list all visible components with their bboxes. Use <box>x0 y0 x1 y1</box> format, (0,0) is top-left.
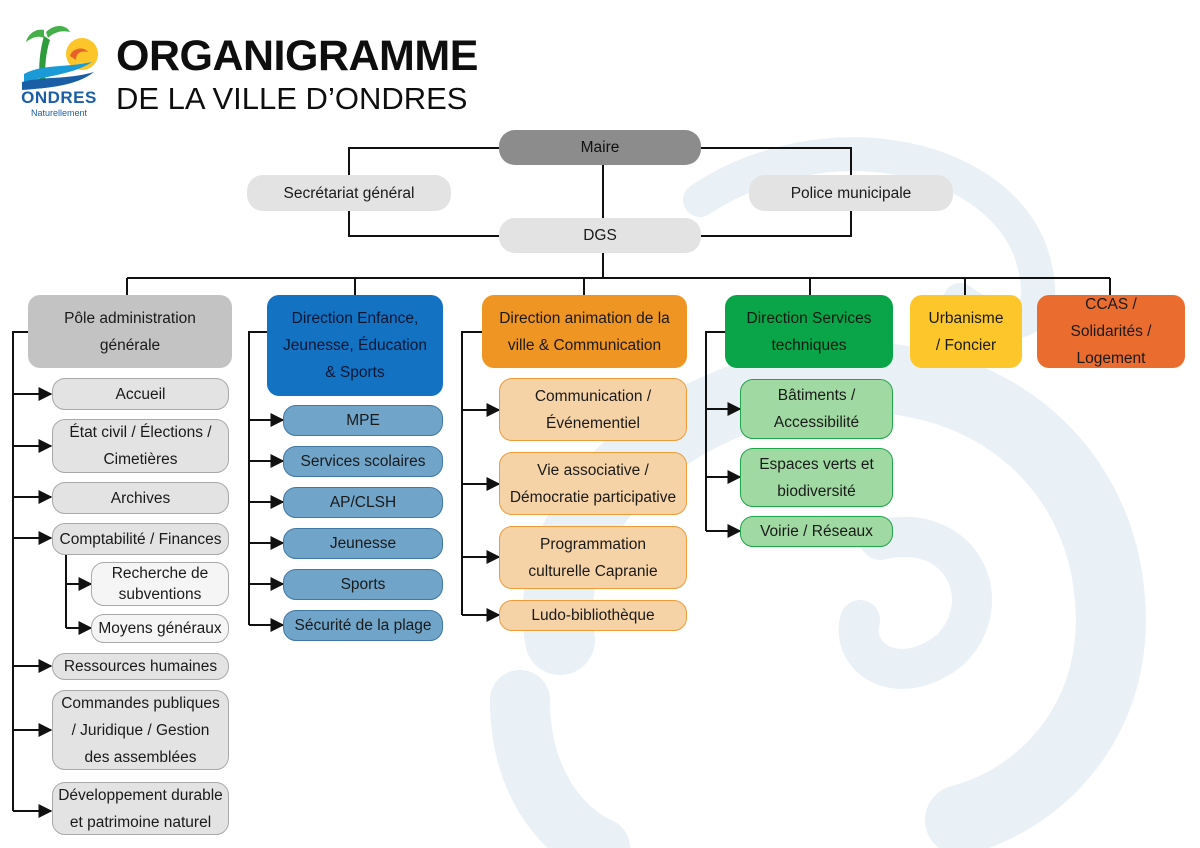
item-services-scolaires: Services scolaires <box>283 446 443 477</box>
pole-head-animation: Direction animation de la ville & Commun… <box>482 295 687 368</box>
pole-head-services-techniques: Direction Services techniques <box>725 295 893 368</box>
pole-head-ccas: CCAS / Solidarités / Logement <box>1037 295 1185 368</box>
page-title: ORGANIGRAMME <box>116 32 478 80</box>
item-commandes-publiques: Commandes publiques / Juridique / Gestio… <box>52 690 229 770</box>
pole-head-enfance: Direction Enfance, Jeunesse, Éducation &… <box>267 295 443 396</box>
item-archives: Archives <box>52 482 229 514</box>
item-recherche-subventions: Recherche de subventions <box>91 562 229 606</box>
item-batiments: Bâtiments / Accessibilité <box>740 379 893 439</box>
item-voirie-reseaux: Voirie / Réseaux <box>740 516 893 547</box>
item-vie-associative: Vie associative / Démocratie participati… <box>499 452 687 515</box>
pole-head-administration: Pôle administration générale <box>28 295 232 368</box>
item-comptabilite: Comptabilité / Finances <box>52 523 229 555</box>
item-communication: Communication / Événementiel <box>499 378 687 441</box>
item-accueil: Accueil <box>52 378 229 410</box>
item-etat-civil: État civil / Élections / Cimetières <box>52 419 229 473</box>
item-developpement-durable: Développement durable et patrimoine natu… <box>52 782 229 835</box>
police-node: Police municipale <box>749 175 953 211</box>
dgs-node: DGS <box>499 218 701 253</box>
item-sports: Sports <box>283 569 443 600</box>
item-jeunesse: Jeunesse <box>283 528 443 559</box>
maire-node: Maire <box>499 130 701 165</box>
logo-tagline: Naturellement <box>30 108 88 118</box>
item-programmation-culturelle: Programmation culturelle Capranie <box>499 526 687 589</box>
item-mpe: MPE <box>283 405 443 436</box>
item-securite-plage: Sécurité de la plage <box>283 610 443 641</box>
page-subtitle: DE LA VILLE D’ONDRES <box>116 81 468 116</box>
item-ap-clsh: AP/CLSH <box>283 487 443 518</box>
secretariat-node: Secrétariat général <box>247 175 451 211</box>
item-espaces-verts: Espaces verts et biodiversité <box>740 448 893 507</box>
pole-head-urbanisme: Urbanisme / Foncier <box>910 295 1022 368</box>
item-ressources-humaines: Ressources humaines <box>52 653 229 680</box>
logo-wordmark: ONDRES <box>21 88 97 107</box>
item-moyens-generaux: Moyens généraux <box>91 614 229 643</box>
item-ludo-bibliotheque: Ludo-bibliothèque <box>499 600 687 631</box>
ondres-logo <box>22 26 98 90</box>
